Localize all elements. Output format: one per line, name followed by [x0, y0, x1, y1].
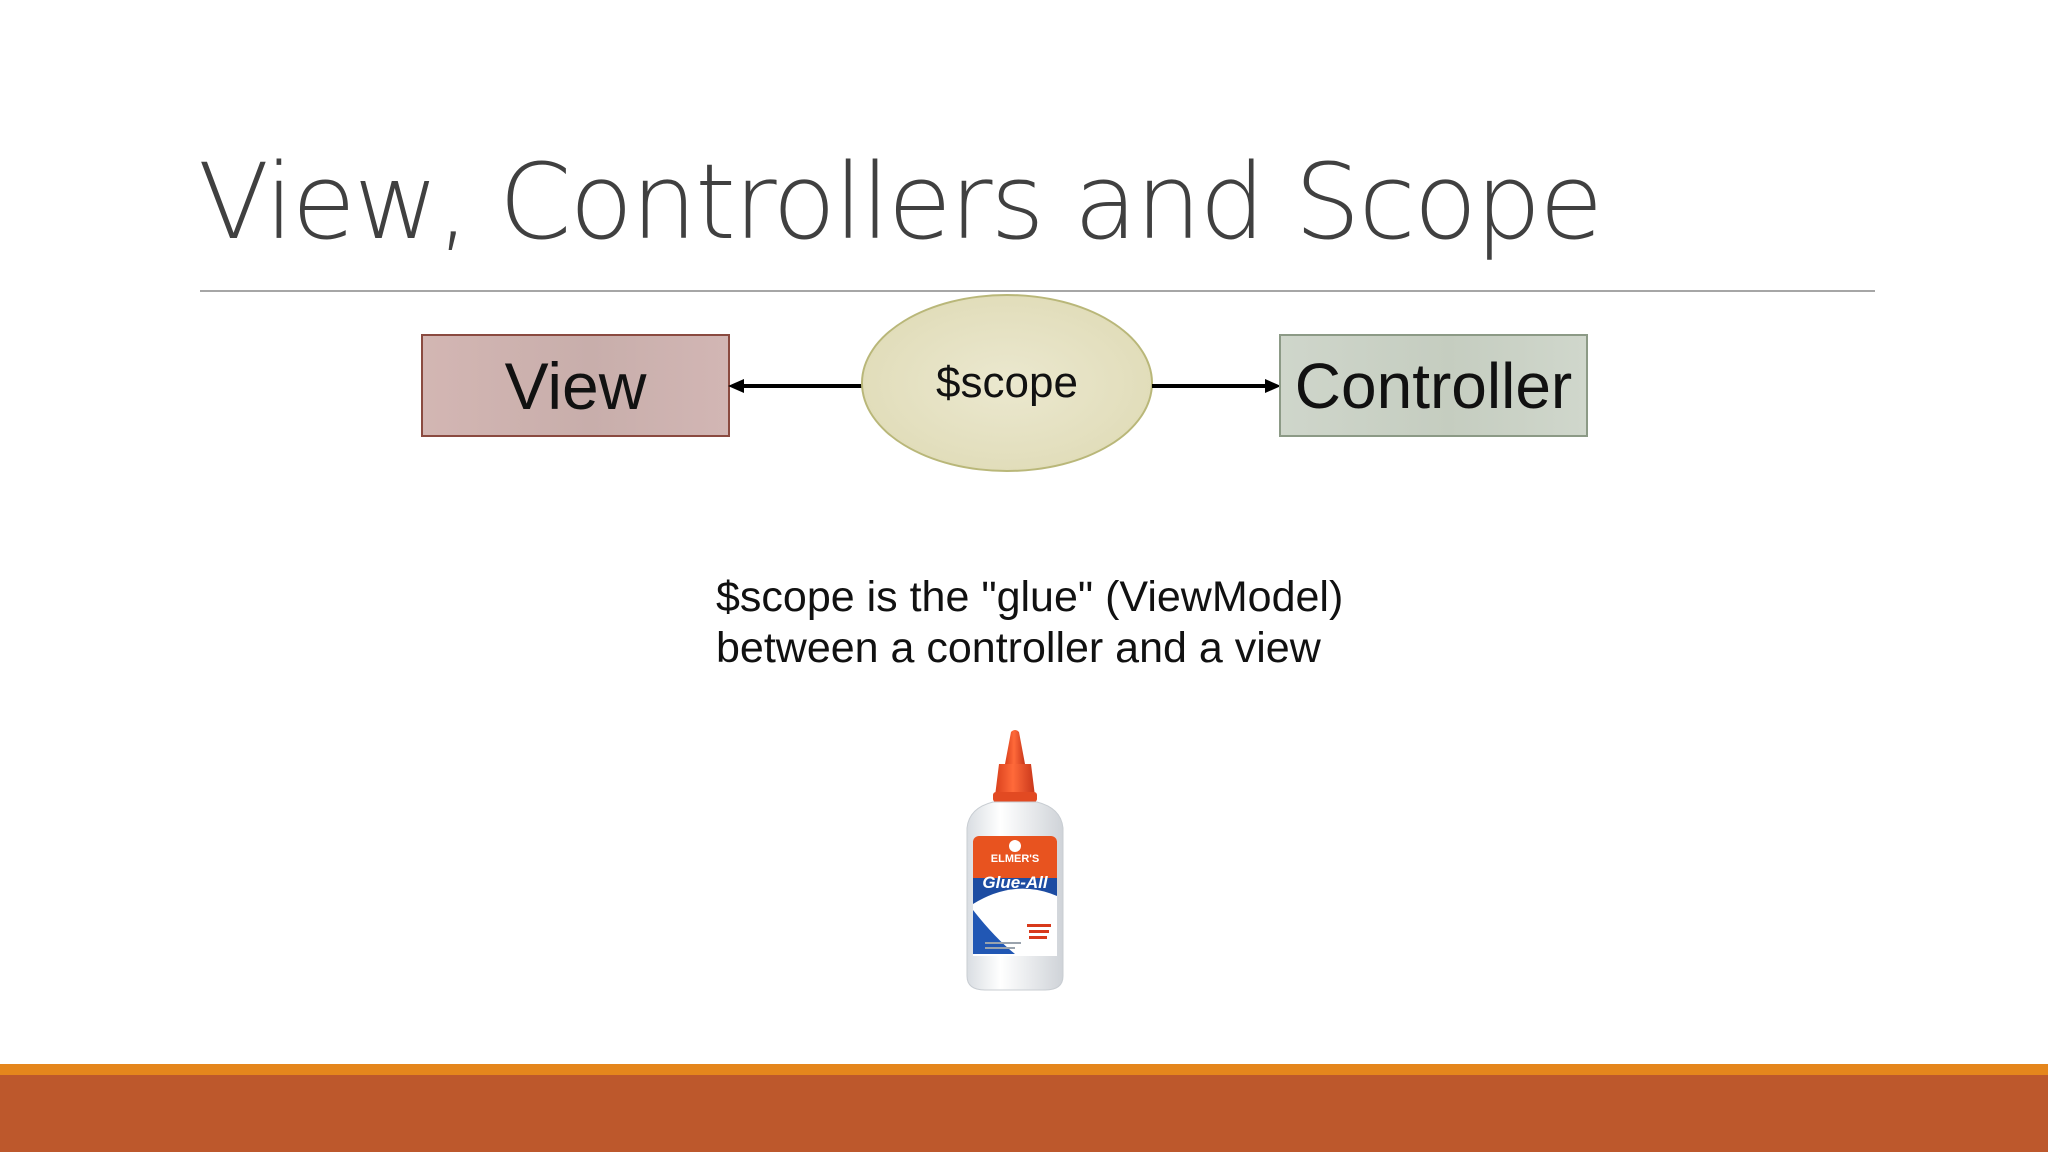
caption-line-2: between a controller and a view	[716, 623, 1343, 674]
slide-title: View, Controllers and Scope	[198, 150, 1601, 254]
view-box: View	[421, 334, 730, 437]
arrow-to-view	[728, 376, 863, 396]
controller-box: Controller	[1279, 334, 1588, 437]
scope-ellipse: $scope	[861, 294, 1153, 472]
arrow-to-controller	[1152, 376, 1281, 396]
scope-label: $scope	[936, 358, 1078, 408]
glue-product-text: Glue-All	[982, 873, 1048, 892]
controller-label: Controller	[1295, 349, 1572, 423]
title-divider	[200, 290, 1875, 292]
footer-bar	[0, 1075, 2048, 1152]
caption: $scope is the "glue" (ViewModel) between…	[716, 572, 1343, 674]
footer-accent-stripe	[0, 1064, 2048, 1075]
caption-line-1: $scope is the "glue" (ViewModel)	[716, 572, 1343, 623]
view-label: View	[505, 348, 647, 424]
glue-bottle-icon: ELMER'S Glue-All	[955, 728, 1075, 993]
glue-brand-text: ELMER'S	[991, 853, 1039, 865]
